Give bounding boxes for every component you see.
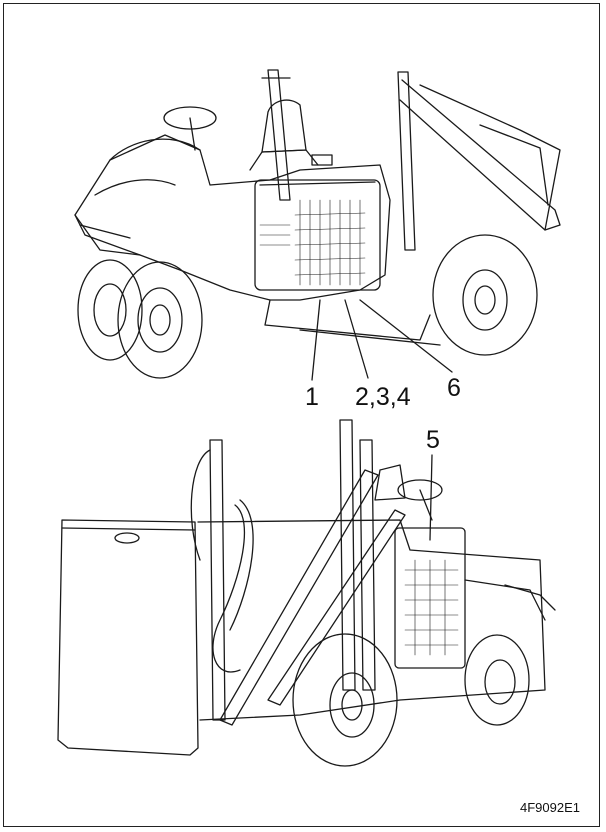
figure-id: 4F9092E1 bbox=[520, 800, 580, 815]
callout-6: 6 bbox=[447, 374, 461, 402]
figure-frame bbox=[3, 3, 600, 827]
callout-2-3-4: 2,3,4 bbox=[355, 383, 411, 411]
callout-5: 5 bbox=[426, 426, 440, 454]
callout-1: 1 bbox=[305, 383, 319, 411]
